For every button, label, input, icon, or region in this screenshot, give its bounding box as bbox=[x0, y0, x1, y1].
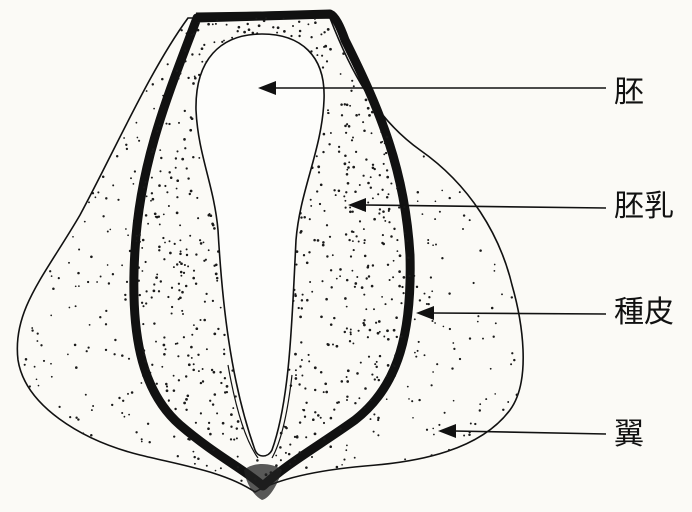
hilum-mark bbox=[244, 464, 282, 500]
label-endosperm: 胚乳 bbox=[614, 190, 674, 224]
label-seed-coat: 種皮 bbox=[614, 296, 674, 330]
label-wing: 翼 bbox=[614, 418, 644, 452]
leader-seed-coat bbox=[416, 306, 606, 320]
label-embryo: 胚 bbox=[614, 76, 644, 110]
embryo-outline bbox=[196, 34, 324, 456]
seed-coat-top bbox=[196, 14, 332, 16]
leader-endosperm bbox=[348, 198, 606, 212]
